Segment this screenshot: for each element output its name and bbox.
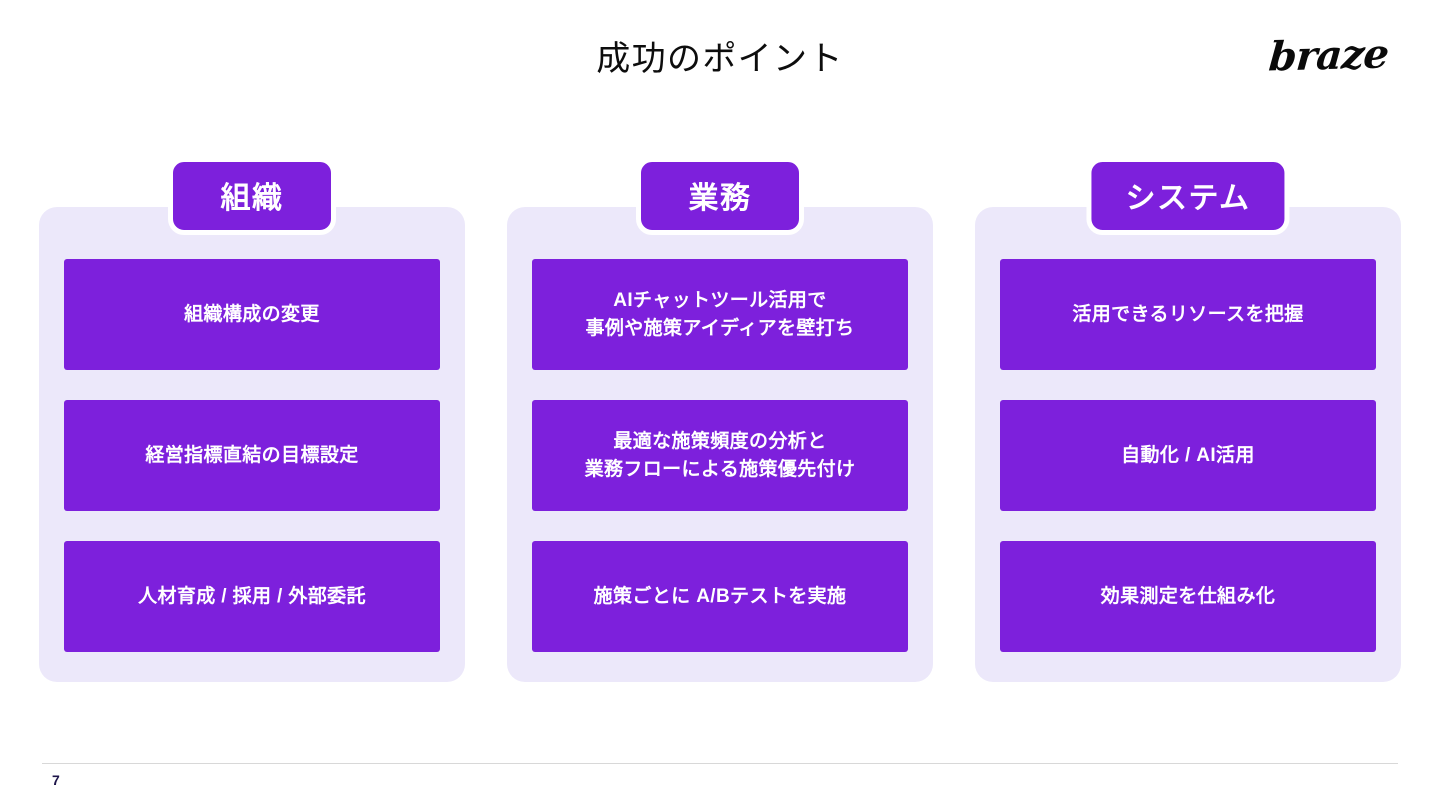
card-text: 施策ごとに A/Bテストを実施 bbox=[594, 583, 847, 611]
card-line: 事例や施策アイディアを壁打ち bbox=[585, 317, 855, 339]
column-panel-organization: 組織構成の変更 経営指標直結の目標設定 人材育成 / 採用 / 外部委託 bbox=[39, 207, 465, 682]
card-operations-3[interactable]: 施策ごとに A/Bテストを実施 bbox=[532, 541, 908, 652]
card-system-2[interactable]: 自動化 / AI活用 bbox=[1000, 400, 1376, 511]
column-header-operations: 業務 bbox=[636, 157, 804, 235]
card-line: 業務フローによる施策優先付け bbox=[584, 458, 856, 480]
card-line: 人材育成 / 採用 / 外部委託 bbox=[138, 585, 366, 607]
card-text: AIチャットツール活用で 事例や施策アイディアを壁打ち bbox=[585, 287, 854, 342]
column-header-system: システム bbox=[1086, 157, 1290, 235]
card-organization-1[interactable]: 組織構成の変更 bbox=[64, 259, 440, 370]
card-line: 最適な施策頻度の分析と bbox=[613, 430, 827, 452]
card-line: 自動化 / AI活用 bbox=[1121, 444, 1255, 466]
card-line: 経営指標直結の目標設定 bbox=[145, 444, 359, 466]
columns-container: 組織 組織構成の変更 経営指標直結の目標設定 人材育成 / 採用 / 外部委託 bbox=[39, 157, 1401, 682]
card-text: 組織構成の変更 bbox=[184, 301, 320, 329]
card-system-1[interactable]: 活用できるリソースを把握 bbox=[1000, 259, 1376, 370]
card-line: 組織構成の変更 bbox=[184, 303, 320, 325]
card-text: 活用できるリソースを把握 bbox=[1072, 301, 1303, 329]
footer-divider bbox=[42, 763, 1398, 764]
card-organization-3[interactable]: 人材育成 / 採用 / 外部委託 bbox=[64, 541, 440, 652]
column-system: システム 活用できるリソースを把握 自動化 / AI活用 効果測定を仕組み化 bbox=[975, 157, 1401, 682]
column-panel-system: 活用できるリソースを把握 自動化 / AI活用 効果測定を仕組み化 bbox=[975, 207, 1401, 682]
card-organization-2[interactable]: 経営指標直結の目標設定 bbox=[64, 400, 440, 511]
card-text: 人材育成 / 採用 / 外部委託 bbox=[138, 583, 366, 611]
card-text: 経営指標直結の目標設定 bbox=[145, 442, 358, 470]
page-number: 7 bbox=[52, 772, 60, 788]
card-text: 自動化 / AI活用 bbox=[1121, 442, 1255, 470]
card-text: 効果測定を仕組み化 bbox=[1101, 583, 1275, 611]
card-line: 施策ごとに A/Bテストを実施 bbox=[593, 585, 847, 607]
card-system-3[interactable]: 効果測定を仕組み化 bbox=[1000, 541, 1376, 652]
card-line: 活用できるリソースを把握 bbox=[1072, 303, 1304, 325]
column-panel-operations: AIチャットツール活用で 事例や施策アイディアを壁打ち 最適な施策頻度の分析と … bbox=[507, 207, 933, 682]
card-text: 最適な施策頻度の分析と 業務フローによる施策優先付け bbox=[585, 428, 856, 483]
column-operations: 業務 AIチャットツール活用で 事例や施策アイディアを壁打ち 最適な施策頻度の分… bbox=[507, 157, 933, 682]
page-title: 成功のポイント bbox=[596, 40, 844, 78]
card-line: 効果測定を仕組み化 bbox=[1100, 585, 1276, 607]
card-operations-2[interactable]: 最適な施策頻度の分析と 業務フローによる施策優先付け bbox=[532, 400, 908, 511]
card-operations-1[interactable]: AIチャットツール活用で 事例や施策アイディアを壁打ち bbox=[532, 259, 908, 370]
column-header-organization: 組織 bbox=[168, 157, 336, 235]
card-line: AIチャットツール活用で bbox=[613, 289, 827, 311]
column-organization: 組織 組織構成の変更 経営指標直結の目標設定 人材育成 / 採用 / 外部委託 bbox=[39, 157, 465, 682]
braze-logo: braze bbox=[1266, 30, 1391, 81]
